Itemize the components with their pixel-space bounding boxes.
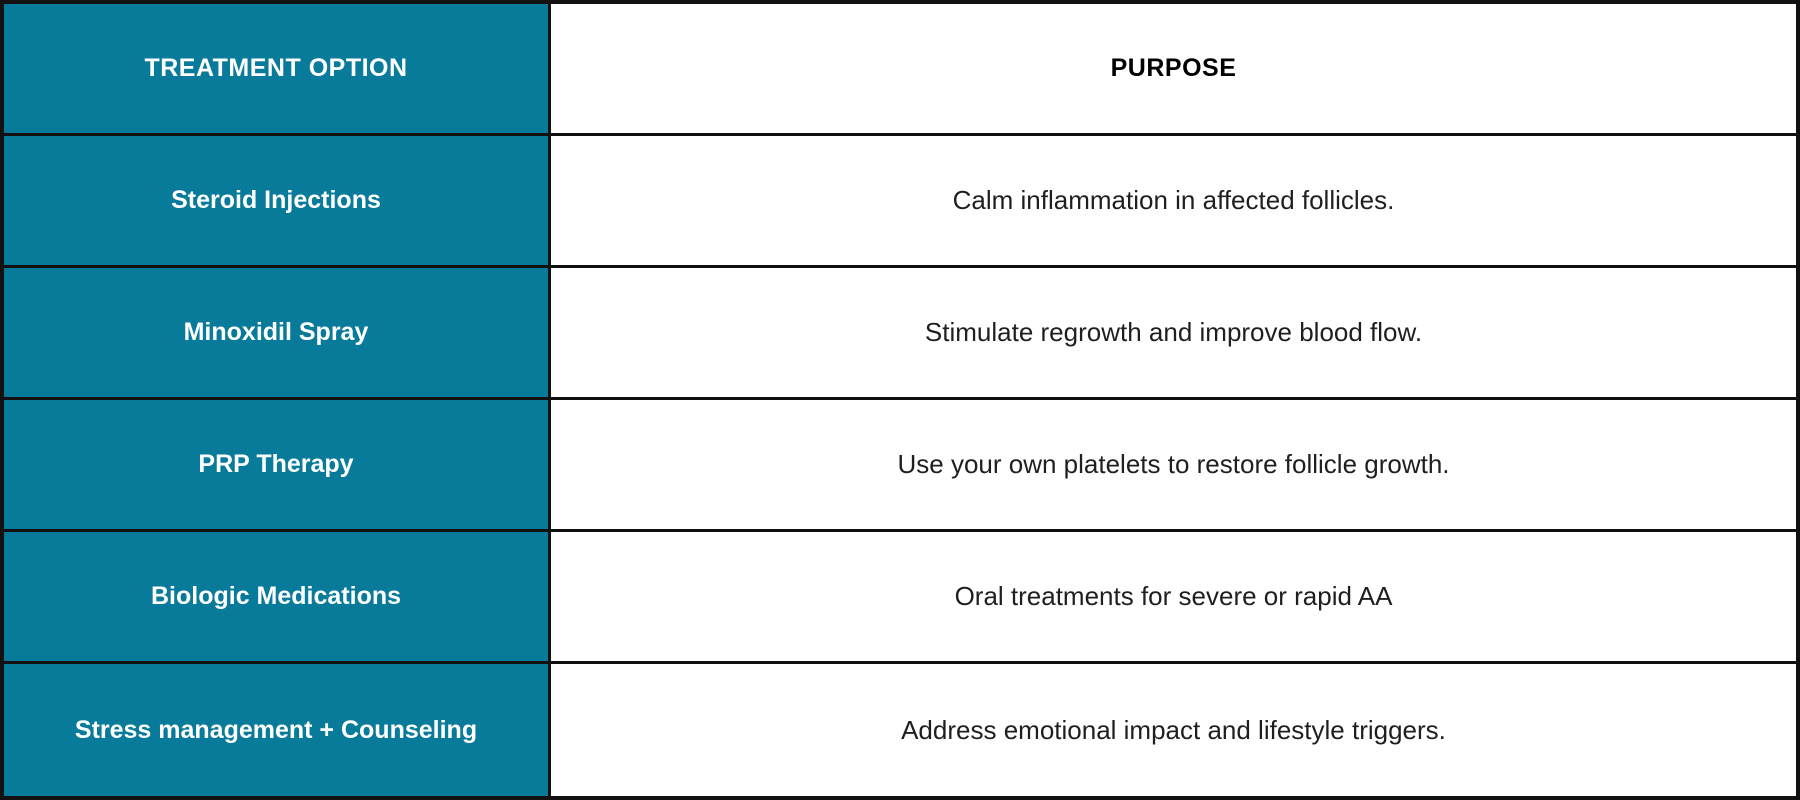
treatment-option-cell: Biologic Medications bbox=[4, 532, 551, 664]
treatment-option-cell: Steroid Injections bbox=[4, 136, 551, 268]
treatment-option-cell: PRP Therapy bbox=[4, 400, 551, 532]
purpose-cell: Stimulate regrowth and improve blood flo… bbox=[551, 268, 1796, 400]
purpose-cell: Calm inflammation in affected follicles. bbox=[551, 136, 1796, 268]
purpose-cell: Use your own platelets to restore follic… bbox=[551, 400, 1796, 532]
purpose-cell: Oral treatments for severe or rapid AA bbox=[551, 532, 1796, 664]
purpose-cell: Address emotional impact and lifestyle t… bbox=[551, 664, 1796, 796]
treatment-option-cell: Stress management + Counseling bbox=[4, 664, 551, 796]
column-header-treatment-option: TREATMENT OPTION bbox=[4, 4, 551, 136]
treatment-option-cell: Minoxidil Spray bbox=[4, 268, 551, 400]
column-header-purpose: PURPOSE bbox=[551, 4, 1796, 136]
